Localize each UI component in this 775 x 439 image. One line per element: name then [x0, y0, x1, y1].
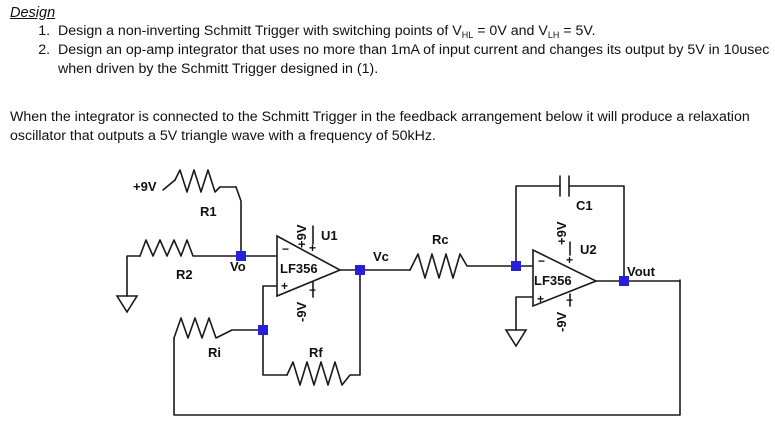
u1-pin-vpos: +: [309, 241, 316, 255]
node-vout: [619, 276, 629, 286]
label-r1: R1: [200, 204, 217, 219]
node-markers: [236, 251, 629, 335]
task1-sub-lh: LH: [547, 30, 560, 40]
u2-pin-vpos: +: [566, 253, 573, 267]
opamp-u1-body: [276, 234, 342, 298]
label-vc: Vc: [373, 249, 389, 264]
label-c1: C1: [576, 198, 593, 213]
wire-u1-plus: [262, 285, 278, 331]
resistor-r1: [174, 169, 237, 193]
u2-pin-plus: +: [537, 292, 544, 306]
design-heading: Design: [10, 5, 56, 21]
u2-pin-vneg: −: [566, 293, 573, 307]
task-item-1: Design a non-inverting Schmitt Trigger w…: [54, 22, 775, 41]
wire-r1-node: [235, 186, 242, 256]
wire-supply: [162, 179, 176, 191]
resistor-ri: [173, 317, 264, 339]
task-item-2: Design an op-amp integrator that uses no…: [54, 41, 775, 79]
resistor-rf: [286, 269, 361, 386]
u1-pin-vneg: −: [309, 283, 316, 297]
node-ri-rf: [258, 325, 268, 335]
wire-rf-left: [262, 329, 288, 376]
label-vo: Vo: [230, 259, 246, 274]
ground-symbol-right: [504, 329, 528, 348]
task1-sub-hl: HL: [461, 30, 474, 40]
label-u1-vpos: +9V: [294, 224, 309, 248]
label-u2-vneg: -9V: [554, 311, 569, 332]
resistor-rc: [409, 253, 517, 279]
label-op2-model: LF356: [534, 273, 572, 288]
label-u1: U1: [321, 228, 338, 243]
label-u2: U2: [580, 242, 597, 257]
wire-c1-left: [515, 185, 561, 267]
label-u2-vpos: +9V: [554, 221, 569, 245]
task1-text-a: Design a non-inverting Schmitt Trigger w…: [58, 23, 462, 39]
label-op1-model: LF356: [280, 261, 318, 276]
task-list: Design a non-inverting Schmitt Trigger w…: [30, 22, 775, 79]
label-rc: Rc: [432, 232, 449, 247]
task1-text-b: = 0V and V: [473, 23, 548, 39]
label-supply-pos: +9V: [133, 179, 157, 194]
u1-pin-plus: +: [281, 279, 288, 293]
node-vc: [355, 265, 365, 275]
wire-c1-right: [568, 185, 625, 282]
label-ri: Ri: [208, 345, 221, 360]
u2-pin-minus: −: [538, 254, 545, 268]
label-vout: Vout: [627, 264, 656, 279]
label-u1-vneg: -9V: [294, 301, 309, 322]
node-vo: [236, 251, 246, 261]
label-r2: R2: [176, 267, 193, 282]
label-rf: Rf: [309, 345, 323, 360]
intro-paragraph: When the integrator is connected to the …: [10, 109, 750, 144]
ground-symbol-left: [115, 295, 139, 314]
wire-r2-gnd: [126, 255, 141, 297]
opamp-u2-body: [532, 248, 598, 308]
task1-text-c: = 5V.: [559, 23, 596, 39]
node-integrator-in: [511, 261, 521, 271]
u1-pin-minus: −: [282, 242, 289, 256]
resistor-r2: [139, 239, 242, 257]
wire-u2-plus: [515, 296, 534, 331]
wire-ri-left: [173, 279, 681, 416]
